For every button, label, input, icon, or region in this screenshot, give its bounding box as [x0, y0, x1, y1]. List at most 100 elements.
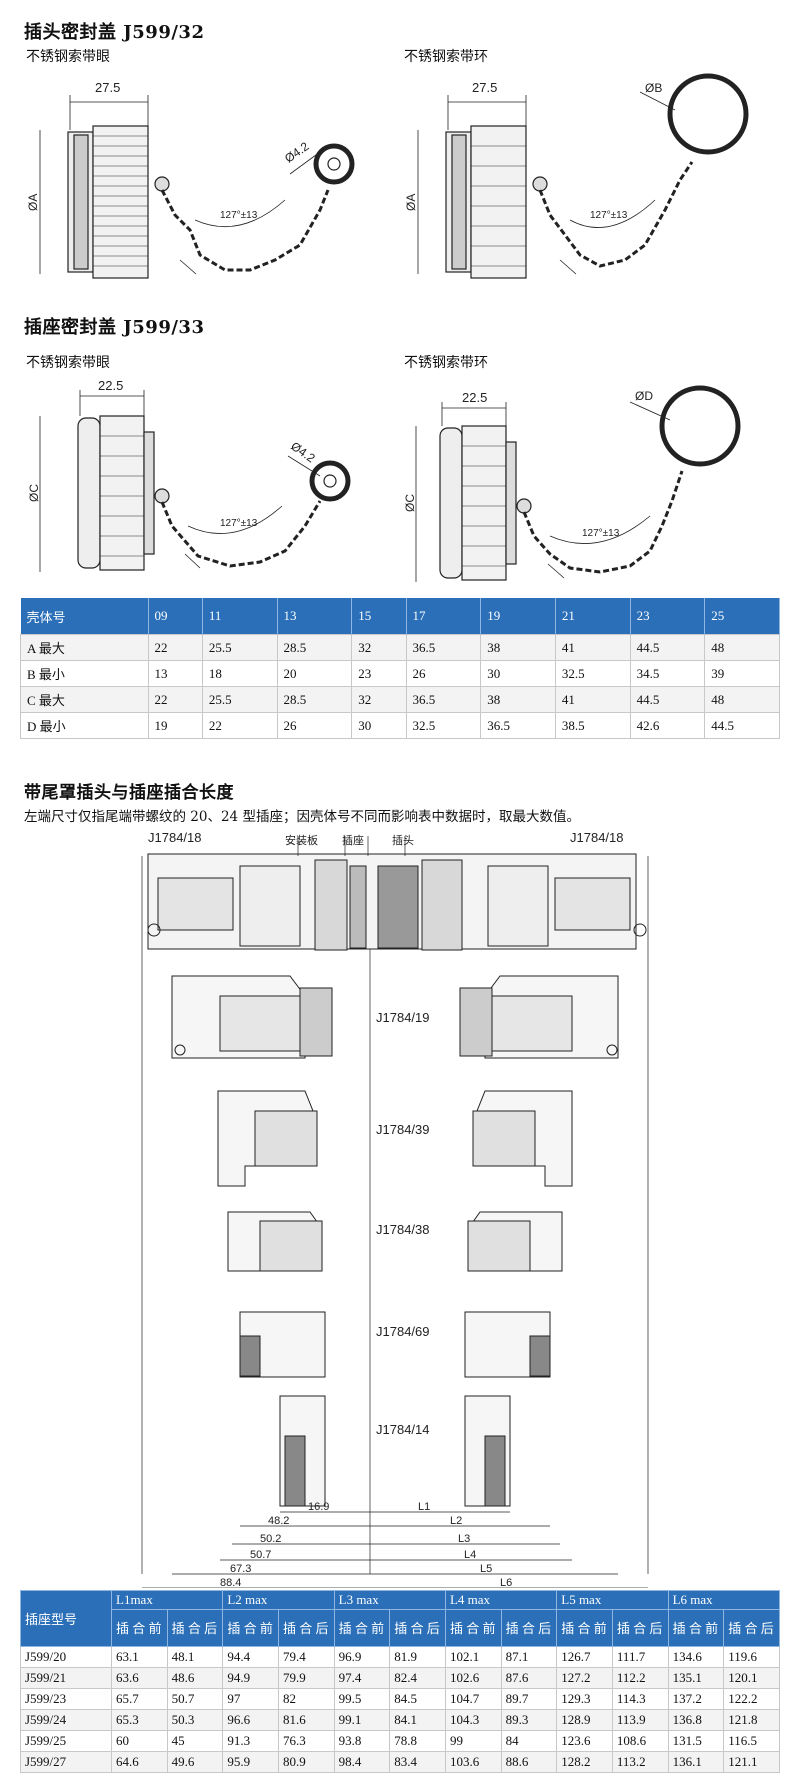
header-cell: 壳体号 — [20, 598, 149, 635]
table-cell: 41 — [554, 686, 631, 713]
table-cell: 28.5 — [276, 686, 353, 713]
table-cell: 120.1 — [723, 1667, 780, 1689]
rec-eye-dia-label: ØC — [27, 484, 41, 502]
table-cell: A 最大 — [20, 634, 149, 661]
table-cell: 97 — [222, 1688, 279, 1710]
table-cell: 111.7 — [611, 1646, 669, 1668]
dim-L3: L3 — [458, 1533, 470, 1545]
after-header: 插 合 后 — [611, 1609, 669, 1647]
table-cell: 45 — [166, 1730, 224, 1752]
table-cell: 26 — [276, 712, 353, 739]
table-cell: 13 — [147, 660, 203, 687]
section1-right-subtitle: 不锈钢索带环 — [404, 49, 488, 65]
table-cell: 96.9 — [333, 1646, 391, 1668]
dim-50-7: 50.7 — [250, 1549, 271, 1561]
assembly-length-drawing: J1784/18 J1784/18 安装板 插座 插头 J1784/19 J17… — [141, 830, 649, 1588]
rec-eye-width-label: 22.5 — [98, 378, 123, 393]
table-cell: 48.6 — [166, 1667, 224, 1689]
table-cell: 113.2 — [611, 1751, 669, 1773]
table-cell: 65.7 — [111, 1688, 168, 1710]
dim-L2: L2 — [450, 1515, 462, 1527]
header-cell: 19 — [480, 598, 556, 635]
plug-ring-ring-label: ØB — [645, 81, 662, 95]
header-cell: 21 — [555, 598, 631, 635]
section3-title: 带尾罩插头与插座插合长度 — [24, 783, 234, 803]
rec-ring-angle-label: 127°±13 — [582, 528, 620, 539]
assembly-j1784-39-label: J1784/39 — [376, 1122, 430, 1137]
table-cell: 23 — [351, 660, 407, 687]
table-cell: 126.7 — [556, 1646, 613, 1668]
dim-L1: L1 — [418, 1501, 430, 1513]
table-cell: 95.9 — [222, 1751, 279, 1773]
table-cell: 94.4 — [222, 1646, 279, 1668]
table-cell: 129.3 — [556, 1688, 613, 1710]
before-header: 插 合 前 — [667, 1609, 725, 1647]
assembly-receptacle-label: 插座 — [342, 833, 364, 847]
header-cell: 13 — [277, 598, 353, 635]
table-cell: 99.1 — [333, 1709, 391, 1731]
plug-eye-dia-label: ØA — [26, 194, 40, 211]
section1-left-subtitle: 不锈钢索带眼 — [26, 49, 110, 65]
table-cell: 104.3 — [444, 1709, 502, 1731]
table-cell: D 最小 — [20, 712, 149, 739]
plug-ring-width-label: 27.5 — [472, 80, 497, 95]
table-cell: 65.3 — [111, 1709, 168, 1731]
assembly-top-left-label: J1784/18 — [148, 830, 202, 845]
table-cell: 91.3 — [222, 1730, 279, 1752]
table-cell: 128.2 — [556, 1751, 613, 1773]
mating-length-table: 插座型号 L1max L2 max L3 max L4 max L5 max L… — [20, 1590, 781, 1773]
table-cell: 136.1 — [667, 1751, 725, 1773]
table-cell: 104.7 — [444, 1688, 502, 1710]
plug-ring-angle-label: 127°±13 — [590, 210, 628, 221]
table-cell: 19 — [147, 712, 203, 739]
table-cell: 127.2 — [556, 1667, 613, 1689]
table-cell: 32 — [351, 686, 407, 713]
dim-L4: L4 — [464, 1549, 476, 1561]
table-cell: 136.8 — [667, 1709, 725, 1731]
table-cell: 93.8 — [333, 1730, 391, 1752]
table-cell: 39 — [704, 660, 780, 687]
dim-L5: L5 — [480, 1563, 492, 1575]
receptacle-cap-eye-drawing: 22.5 ØC Ø4.2 127°±13 — [27, 378, 351, 572]
table-cell: 121.8 — [723, 1709, 780, 1731]
table-cell: 87.6 — [500, 1667, 558, 1689]
section3-note: 左端尺寸仅指尾端带螺纹的 20、24 型插座；因壳体号不同而影响表中数据时，取最… — [24, 809, 580, 825]
table-cell: 102.6 — [444, 1667, 502, 1689]
receptacle-cap-ring-drawing: 22.5 ØC ØD 127°±13 — [403, 385, 741, 582]
table-cell: 103.6 — [444, 1751, 502, 1773]
shell-table-header: 壳体号 09 11 13 15 17 19 21 23 25 — [20, 598, 780, 635]
table-cell: 30 — [480, 660, 556, 687]
header-cell: 23 — [630, 598, 706, 635]
table-cell: 84.5 — [389, 1688, 446, 1710]
table-cell: 63.1 — [111, 1646, 168, 1668]
table-cell: 32.5 — [554, 660, 631, 687]
table-cell: 122.2 — [723, 1688, 780, 1710]
rec-ring-ring-label: ØD — [635, 389, 653, 403]
table-cell: 36.5 — [405, 686, 482, 713]
before-header: 插 合 前 — [333, 1609, 391, 1647]
assembly-j1784-38-label: J1784/38 — [376, 1222, 430, 1237]
length-table-group-header: 插座型号 L1max L2 max L3 max L4 max L5 max L… — [20, 1590, 781, 1647]
plug-eye-width-label: 27.5 — [95, 80, 120, 95]
section2-right-subtitle: 不锈钢索带环 — [404, 355, 488, 371]
table-cell: 38 — [480, 686, 556, 713]
table-cell: 112.2 — [611, 1667, 669, 1689]
table-cell: 79.4 — [277, 1646, 335, 1668]
table-cell: 137.2 — [667, 1688, 725, 1710]
table-cell: 25.5 — [201, 686, 278, 713]
before-header: 插 合 前 — [111, 1609, 168, 1647]
table-cell: 44.5 — [704, 712, 780, 739]
plug-cap-eye-drawing: 27.5 ØA Ø4.2 127°±13 — [26, 80, 355, 279]
table-cell: 82 — [277, 1688, 335, 1710]
dim-88-4: 88.4 — [220, 1577, 241, 1588]
header-cell: 15 — [351, 598, 407, 635]
table-cell: 42.6 — [629, 712, 706, 739]
